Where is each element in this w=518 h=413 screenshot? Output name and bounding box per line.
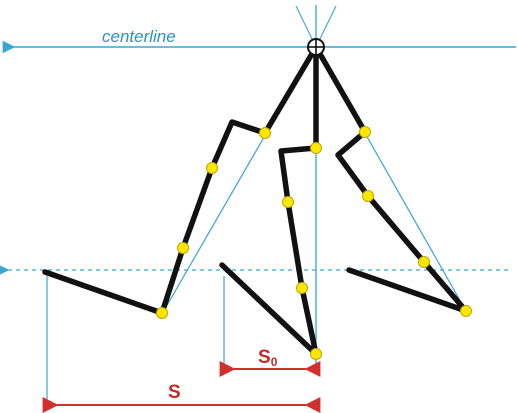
joint-dot-icon [310, 142, 322, 154]
joint-dot-icon [206, 162, 218, 174]
joint-markers [156, 126, 472, 360]
joint-dot-icon [296, 282, 308, 294]
joint-dot-icon [460, 305, 472, 317]
joint-dot-icon [259, 127, 271, 139]
joint-dot-icon [362, 190, 374, 202]
joint-dot-icon [177, 242, 189, 254]
s-label: S [168, 382, 181, 403]
joint-dot-icon [418, 256, 430, 268]
middle-leg [219, 44, 319, 357]
crosshair-circle-icon [307, 38, 325, 56]
joint-dot-icon [282, 196, 294, 208]
joint-dot-icon [156, 307, 168, 319]
dimension-extension-lines [46, 276, 225, 408]
joint-dot-icon [310, 348, 322, 360]
centerline-label: centerline [102, 27, 176, 46]
left-leg [42, 44, 319, 316]
s0-label: S0 [258, 347, 278, 369]
joint-dot-icon [359, 126, 371, 138]
